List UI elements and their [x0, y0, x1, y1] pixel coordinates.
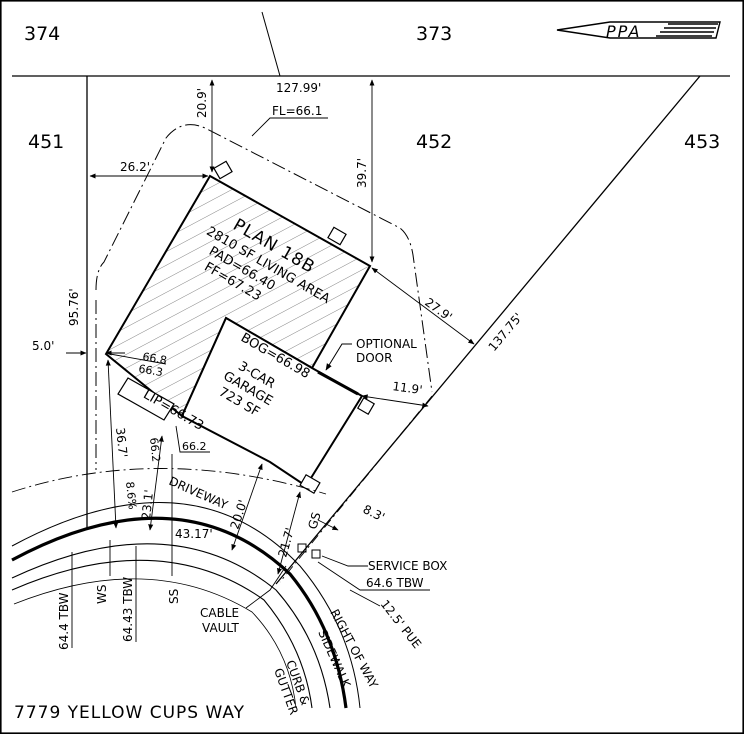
elev-leader-668 [109, 353, 167, 365]
dim-right-lot-line-label: 137.75' [486, 310, 526, 354]
dim-frontage-label: 43.17' [175, 527, 213, 541]
address-label: 7779 YELLOW CUPS WAY [14, 703, 245, 723]
dim-front-21 [277, 491, 301, 575]
dim-right-side-label: 27.9' [422, 295, 455, 324]
sidewalk-arc [11, 543, 331, 709]
gas-box [297, 543, 307, 553]
right-lot-line [275, 75, 701, 585]
cable-vault-leader [245, 565, 287, 609]
ppa-logo-text: PPA [606, 22, 641, 41]
dim-front-8-label: 8.3' [361, 502, 387, 524]
ac-pad-top [213, 160, 233, 180]
optional-door-label: OPTIONAL [356, 337, 417, 351]
lot-line-373-374 [261, 11, 281, 77]
dim-right-setback-top-label: 39.7' [355, 158, 369, 188]
service-box [311, 549, 321, 559]
ppa-logo: PPA [556, 21, 721, 41]
elev-662b: 66.2 [147, 437, 162, 463]
lot-451: 451 [28, 131, 64, 153]
pue-leader [349, 589, 381, 607]
dim-right-front-label: 11.9' [392, 379, 424, 397]
elev-leader-662 [175, 425, 210, 453]
gutter-arc [13, 578, 297, 709]
optional-door-label-2: DOOR [356, 351, 392, 365]
dim-front-23-label: 23.1' [139, 489, 156, 520]
tbw-6443-label: 64.43 TBW [121, 577, 135, 642]
fl-leader [251, 117, 328, 137]
dim-rear-setback-label: 20.9' [195, 88, 209, 118]
right-front-dash [279, 395, 433, 583]
tbw-644-label: 64.4 TBW [57, 592, 71, 650]
right-of-way-arc [11, 516, 348, 709]
dim-front-20-label: 20.0' [228, 498, 251, 531]
lot-374: 374 [24, 23, 60, 45]
dim-front-23 [148, 435, 164, 531]
garage-step [299, 473, 321, 495]
elev-662a: 66.2 [182, 440, 207, 453]
gs-label: GS [305, 511, 323, 531]
porch [117, 377, 175, 421]
lot-453: 453 [684, 131, 720, 153]
dim-side-5-label: 5.0' [32, 339, 54, 353]
optional-door-leader [325, 343, 352, 371]
dim-front-36 [105, 359, 119, 529]
dim-front-8 [317, 519, 339, 531]
dim-right-front [361, 394, 429, 408]
pue-label: 12.5' PUE [378, 597, 424, 651]
service-box-label: SERVICE BOX [368, 559, 447, 573]
elev-668: 66.8 [141, 350, 167, 367]
dim-right-side [371, 267, 475, 345]
ac-pad-right [327, 226, 347, 246]
elev-663: 66.3 [137, 362, 163, 379]
curb-arc [11, 559, 313, 709]
fl-label: FL=66.1 [272, 104, 322, 118]
dim-left-lot-line-label: 95.76' [67, 288, 81, 326]
dim-left-setback-label: 26.2' [120, 160, 150, 174]
cable-label: CABLE [200, 606, 239, 620]
ws-label: WS [95, 585, 109, 604]
lot-452: 452 [416, 131, 452, 153]
row-line-arc [11, 502, 361, 709]
ss-label: SS [167, 589, 181, 604]
service-box-leader [321, 555, 368, 567]
lot-373: 373 [416, 23, 452, 45]
vault-label: VAULT [202, 621, 239, 635]
tbw-646-label: 64.6 TBW [366, 576, 424, 590]
dim-front-36-label: 36.7' [113, 427, 130, 458]
dim-rear-width-label: 127.99' [276, 81, 321, 95]
slope-label: 8.6% [123, 481, 139, 510]
optional-door-line [317, 370, 359, 396]
setback-line [95, 124, 433, 470]
driveway-edge [11, 468, 327, 495]
tbw-646-leader [317, 561, 430, 591]
garage-dashed-divider [181, 317, 227, 417]
dim-front-21-label: 21.7' [275, 526, 297, 559]
